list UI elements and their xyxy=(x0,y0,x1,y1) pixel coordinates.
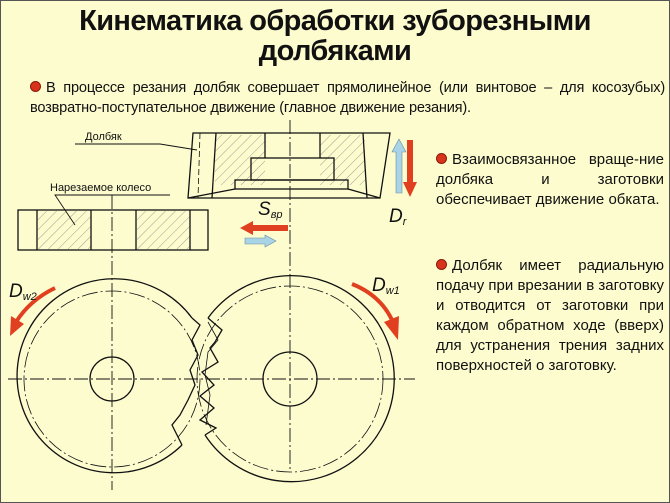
label-cutter: Долбяк xyxy=(85,131,122,143)
slide-title: Кинематика обработки зуборезными долбяка… xyxy=(0,6,670,66)
label-dr: Dr xyxy=(389,206,408,228)
workpiece-gear xyxy=(16,278,201,474)
bullet-text: Долбяк имеет радиальную подачу при вреза… xyxy=(436,257,664,374)
cutter-leader-line xyxy=(75,143,198,151)
bullet-radial-feed: Долбяк имеет радиальную подачу при вреза… xyxy=(436,256,664,376)
title-line-2: долбяками xyxy=(258,35,412,67)
label-workpiece: Нарезаемое колесо xyxy=(50,182,151,194)
workpiece-section xyxy=(17,195,209,490)
label-s-feed: Sвр xyxy=(258,199,283,221)
bullet-dot-icon xyxy=(30,81,41,92)
title-line-1: Кинематика обработки зуборезными xyxy=(79,5,591,37)
bullet-main-motion: В процессе резания долбяк совершает прям… xyxy=(30,78,665,118)
bullet-dot-icon xyxy=(436,153,447,164)
bullet-text: В процессе резания долбяк совершает прям… xyxy=(30,80,665,116)
shaper-cutter-section xyxy=(187,120,391,470)
bullet-dot-icon xyxy=(436,259,447,270)
radial-feed-arrows xyxy=(240,221,288,248)
right-arrow-icon xyxy=(244,234,277,248)
workpiece-leader-line xyxy=(54,194,170,226)
bullet-rolling-motion: Взаимосвязанное враще-ние долбяка и заго… xyxy=(436,150,664,210)
label-dw1: Dw1 xyxy=(372,275,400,297)
up-arrow-icon xyxy=(391,138,407,194)
rotation-arrow-dw1-icon xyxy=(351,282,394,321)
label-dw2: Dw2 xyxy=(9,281,37,303)
down-arrow-icon xyxy=(403,140,417,197)
vertical-motion-arrows xyxy=(391,138,417,197)
left-arrow-icon xyxy=(240,221,288,235)
bullet-text: Взаимосвязанное враще-ние долбяка и заго… xyxy=(436,151,664,208)
rotation-arrow-dw2-icon xyxy=(14,286,56,324)
